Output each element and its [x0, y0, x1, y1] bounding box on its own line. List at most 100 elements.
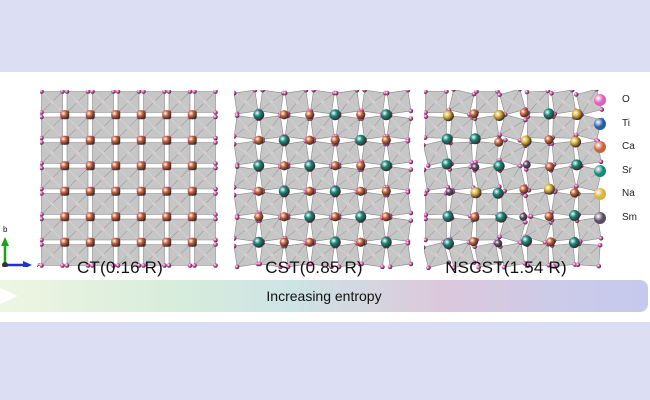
structure-ct-svg — [40, 90, 218, 268]
oxygen-atom — [497, 92, 502, 97]
ca-atom — [305, 135, 315, 145]
ti-site — [101, 125, 105, 130]
ti-site — [346, 151, 350, 155]
ca-atom — [162, 237, 172, 247]
oxygen-atom — [136, 263, 142, 268]
oxygen-atom — [497, 261, 502, 266]
oxygen-atom — [523, 117, 528, 123]
ti-site — [244, 125, 248, 130]
ca-atom — [381, 212, 391, 222]
ca-atom — [136, 161, 146, 171]
ti-site — [244, 227, 248, 232]
ti-site — [561, 151, 566, 155]
ti-site — [397, 202, 401, 206]
oxygen-atom — [60, 90, 65, 94]
oxygen-atom — [90, 90, 95, 94]
ca-atom — [60, 161, 70, 171]
ti-site — [459, 176, 464, 181]
tio6-octahedron — [384, 90, 414, 117]
ca-atom — [162, 110, 172, 120]
ca-atom — [136, 110, 146, 120]
oxygen-atom — [497, 132, 502, 138]
oxygen-atom — [408, 116, 414, 121]
oxygen-atom — [446, 260, 452, 265]
ca-atom — [136, 237, 146, 247]
ti-site — [295, 253, 299, 257]
tio6-octahedron — [282, 113, 312, 142]
tio6-octahedron — [424, 216, 449, 243]
ti-site — [371, 100, 376, 104]
structure-ct — [40, 90, 220, 270]
ti-site — [561, 176, 566, 181]
ti-site — [510, 227, 515, 232]
sr-atom — [441, 158, 453, 170]
oxygen-atom — [444, 90, 449, 94]
oxygen-atom — [333, 90, 339, 96]
ti-site — [152, 227, 156, 232]
oxygen-atom — [308, 261, 313, 267]
oxygen-atom — [569, 90, 575, 93]
oxygen-atom — [573, 132, 579, 138]
sm-atom — [471, 163, 480, 172]
na-atom — [543, 183, 555, 195]
ti-site — [510, 253, 515, 257]
sr-atom-icon — [594, 164, 606, 177]
tio6-octahedron — [90, 191, 116, 217]
ca-atom — [356, 237, 366, 247]
sr-atom — [253, 160, 265, 172]
tio6-octahedron — [90, 216, 116, 243]
ti-site — [203, 202, 207, 206]
legend-label: Sm — [622, 211, 637, 223]
arrow-head-icon — [0, 288, 18, 304]
sm-atom — [522, 160, 531, 169]
ti-site — [203, 151, 207, 155]
oxygen-atom — [282, 90, 288, 96]
ca-atom — [60, 212, 70, 222]
oxygen-atom — [424, 110, 428, 115]
ca-atom — [187, 237, 197, 247]
oxygen-atom — [40, 165, 44, 171]
ca-atom — [85, 110, 95, 120]
ti-site — [269, 253, 274, 257]
ca-atom — [519, 184, 529, 194]
sr-atom — [380, 109, 392, 121]
oxygen-atom — [213, 114, 218, 120]
ti-site — [75, 100, 80, 104]
oxygen-atom — [141, 90, 146, 94]
ti-site — [397, 151, 401, 155]
tio6-octahedron — [40, 165, 65, 192]
ti-site — [126, 125, 131, 130]
ca-atom — [356, 110, 366, 120]
ca-atom — [136, 186, 146, 196]
oxygen-atom — [40, 242, 44, 247]
sr-atom — [543, 108, 555, 120]
oxygen-atom — [573, 92, 579, 97]
tio6-octahedron — [166, 216, 193, 243]
ti-site — [126, 202, 131, 206]
oxygen-atom — [111, 90, 116, 94]
ca-atom — [136, 135, 146, 145]
tio6-octahedron — [40, 242, 65, 268]
oxygen-atom — [471, 260, 477, 265]
sr-atom — [329, 185, 341, 197]
oxygen-atom — [278, 264, 283, 270]
tio6-octahedron — [40, 90, 65, 115]
tio6-octahedron — [40, 140, 65, 166]
ti-site — [371, 151, 376, 155]
ca-atom — [381, 186, 391, 196]
caption-nscst: NSCST(1.54 R) — [445, 258, 567, 277]
oxygen-atom — [424, 90, 428, 94]
ca-atom — [60, 237, 70, 247]
ti-site — [434, 227, 438, 232]
sr-atom — [493, 160, 505, 172]
ca-atom — [85, 212, 95, 222]
oxygen-atom — [522, 261, 528, 266]
ti-site — [295, 151, 299, 155]
ti-site — [177, 176, 182, 181]
tio6-octahedron — [308, 240, 337, 270]
oxygen-atom — [329, 264, 334, 270]
ti-site — [101, 253, 105, 257]
entropy-label: Increasing entropy — [266, 288, 382, 304]
oxygen-atom — [424, 188, 430, 193]
ti-site — [434, 202, 438, 206]
